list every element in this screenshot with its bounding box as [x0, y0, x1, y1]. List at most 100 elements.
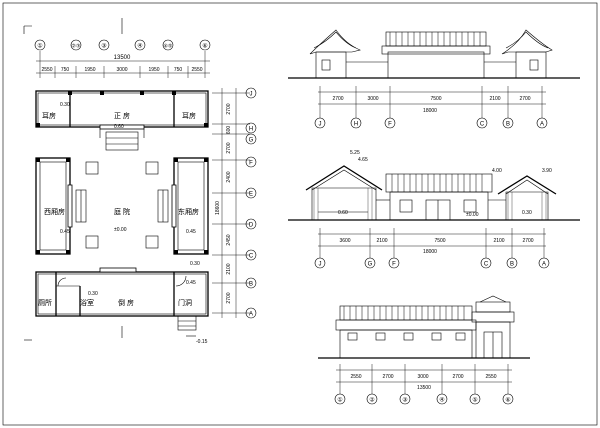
plan-top-dimensions: 13500 2550 750 1950 3000 1950 750 2550 [36, 51, 210, 78]
plan-dim-5: 1950 [148, 67, 159, 73]
plan-side-dim-2: 600 [226, 126, 232, 135]
plan-axis-top-1: ① [37, 43, 42, 50]
section-level-3: 0.30 [522, 210, 532, 216]
plan-south-block [35, 267, 209, 331]
elev-bottom-axis-5: ⑤ [472, 397, 477, 404]
section-dim-5: 2700 [522, 238, 533, 244]
level-outside: -0.15 [196, 339, 208, 345]
plan-dim-6: 750 [174, 67, 183, 73]
room-ear-left: 耳房 [42, 111, 56, 120]
room-toilet: 厕所 [38, 298, 52, 307]
elev-top-axis-J: J [319, 122, 322, 128]
section-level-2: ±0.00 [466, 212, 479, 218]
plan-axis-G: G [249, 138, 254, 144]
plan-axis-C: C [249, 254, 254, 260]
room-main-hall: 正 房 [114, 111, 130, 120]
plan-side-dimensions: 2700 600 2700 2400 2450 2100 2700 18600 [212, 88, 250, 318]
plan-axis-A: A [249, 312, 253, 318]
plan-north-block [35, 90, 209, 151]
plan-side-wings [35, 157, 209, 255]
elev-bottom-dim-4: 2700 [452, 374, 463, 380]
elev-bottom-axis-3: ③ [402, 397, 407, 404]
section-height-1: 5.25 [350, 150, 360, 156]
level-court: ±0.00 [114, 227, 127, 233]
section-axis-J: J [319, 262, 322, 268]
section-height-2: 4.65 [358, 157, 368, 163]
plan-axis-top-3: ③ [101, 43, 106, 50]
section-total: 18000 [423, 249, 437, 255]
plan-axis-D: D [249, 223, 254, 229]
plan-dim-4: 3000 [116, 67, 127, 73]
plan-dim-3: 1950 [84, 67, 95, 73]
plan-side-dim-4: 2400 [226, 171, 232, 182]
plan-axis-J: J [250, 92, 253, 98]
elev-bottom-dim-1: 2550 [350, 374, 361, 380]
elev-top-total: 18000 [423, 108, 437, 114]
elev-top-axis-H: H [354, 122, 358, 128]
plan-axis-F: F [249, 161, 253, 167]
elev-top-dim-2: 3000 [367, 96, 378, 102]
plan-top-axes: ① ②③ ③ ④ ④⑤ ⑥ [34, 39, 211, 51]
section-level-1: 0.60 [338, 210, 348, 216]
level-east: 0.45 [186, 229, 196, 235]
plan-side-dim-7: 2700 [226, 292, 232, 303]
plan-axis-top-5: ④⑤ [164, 44, 173, 50]
elev-top-dim-5: 2700 [519, 96, 530, 102]
elev-bottom-dim-3: 3000 [417, 374, 428, 380]
plan-dim-2: 750 [61, 67, 70, 73]
elev-bottom-dim-5: 2550 [485, 374, 496, 380]
elev-top-dim-4: 2100 [489, 96, 500, 102]
level-main: 0.60 [114, 124, 124, 130]
plan-axis-top-6: ⑥ [202, 43, 207, 50]
plan-total-width: 13500 [114, 55, 131, 61]
plan-axis-top-2: ②③ [72, 44, 81, 50]
courtyard-floor-plan: ① ②③ ③ ④ ④⑤ ⑥ 13500 2550 750 1950 3000 1… [23, 18, 257, 345]
level-gate: 0.45 [186, 280, 196, 286]
section-height-3: 4.00 [492, 168, 502, 174]
elev-top-axis-A: A [540, 122, 544, 128]
section-view: 5.25 4.65 4.00 3.90 0.60 ±0.00 0.30 3600… [288, 150, 580, 269]
plan-side-dim-1: 2700 [226, 103, 232, 114]
section-dim-2: 2100 [376, 238, 387, 244]
section-height-4: 3.90 [542, 168, 552, 174]
section-axis-A: A [542, 262, 546, 268]
elev-top-dim-3: 7500 [430, 96, 441, 102]
plan-side-dim-5: 2450 [226, 234, 232, 245]
level-south-b: 0.30 [88, 291, 98, 297]
room-east-wing: 东厢房 [178, 207, 199, 216]
plan-side-dim-6: 2100 [226, 263, 232, 274]
room-west-wing: 西厢房 [44, 207, 65, 216]
level-ear-left: 0.30 [60, 102, 70, 108]
elev-bottom-total: 13500 [417, 385, 431, 391]
elev-top-axis-B: B [506, 122, 510, 128]
elev-bottom-axis-6: ⑥ [505, 397, 510, 404]
plan-axis-E: E [249, 192, 253, 198]
section-dim-4: 2100 [493, 238, 504, 244]
section-axis-G: G [368, 262, 373, 268]
elev-bottom-axis-2: ② [369, 397, 375, 404]
elev-bottom-axis-4: ④ [439, 397, 444, 404]
plan-axis-H: H [249, 127, 253, 133]
elev-top-dim-1: 2700 [332, 96, 343, 102]
elevation-top: 2700 3000 7500 2100 2700 18000 J H F C B… [288, 29, 580, 129]
elev-top-axis-C: C [480, 122, 485, 128]
section-dim-1: 3600 [339, 238, 350, 244]
elevation-bottom: 2550 2700 3000 2700 2550 13500 ① ② ③ ④ ⑤… [318, 295, 530, 405]
elev-bottom-axis-1: ① [337, 397, 342, 404]
plan-side-total: 18600 [215, 201, 221, 215]
elev-top-axis-F: F [388, 122, 392, 128]
section-axis-C: C [484, 262, 489, 268]
plan-side-axes: J H G F E D C B A [245, 87, 257, 319]
room-courtyard: 庭 院 [114, 207, 130, 216]
section-axis-B: B [510, 262, 514, 268]
plan-axis-B: B [249, 282, 253, 288]
plan-dim-7: 2550 [191, 67, 202, 73]
section-axis-F: F [392, 262, 396, 268]
room-south: 倒 房 [118, 298, 134, 307]
room-gate: 门洞 [178, 298, 192, 307]
level-west: 0.45 [60, 229, 70, 235]
plan-axis-top-4: ④ [137, 43, 142, 50]
room-ear-right: 耳房 [182, 111, 196, 120]
